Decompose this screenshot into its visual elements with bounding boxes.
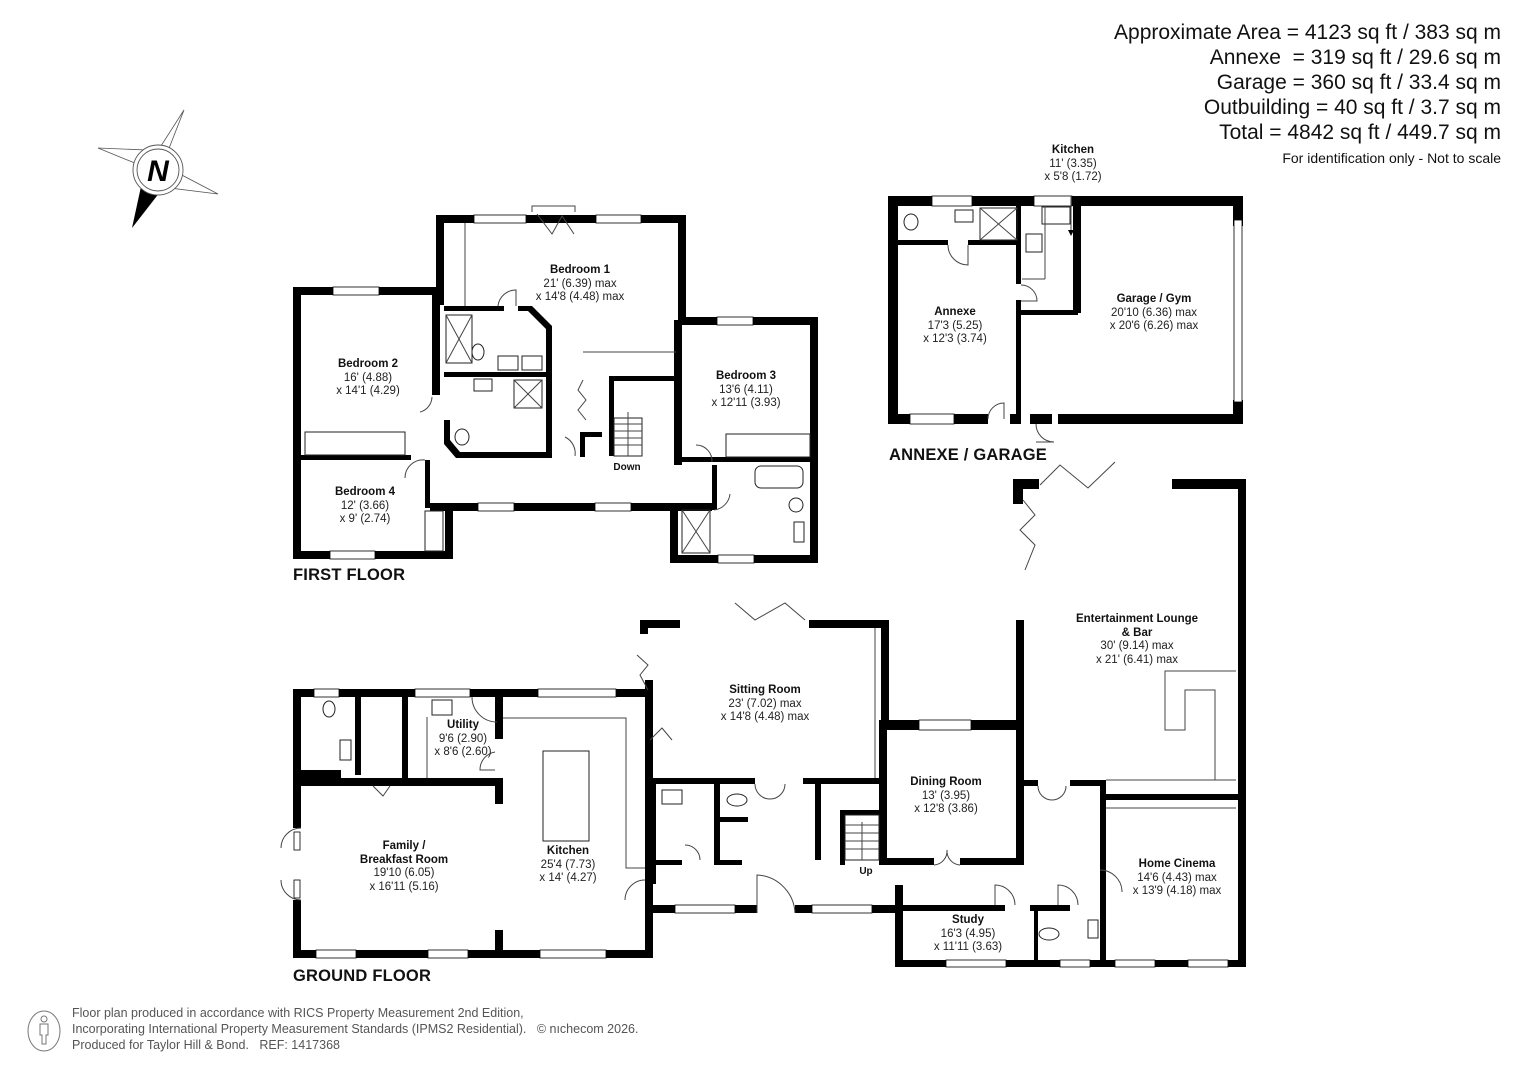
- area-garage: Garage = 360 sq ft / 33.4 sq m: [1216, 71, 1501, 94]
- room-garage-gym: Garage / Gym 20'10 (6.36) max x 20'6 (6.…: [1109, 293, 1199, 332]
- stairs-up-label: Up: [859, 866, 873, 877]
- footer-line-1: Floor plan produced in accordance with R…: [72, 1006, 524, 1020]
- floor-label-annexe: ANNEXE / GARAGE: [889, 446, 1047, 464]
- room-bedroom-4: Bedroom 4 12' (3.66) x 9' (2.74): [334, 486, 396, 525]
- north-compass-icon: N: [97, 109, 219, 228]
- scale-disclaimer: For identification only - Not to scale: [1282, 150, 1501, 166]
- person-measure-icon: [27, 1010, 61, 1052]
- room-bedroom-3: Bedroom 3 13'6 (4.11) x 12'11 (3.93): [711, 370, 781, 409]
- room-dining-room: Dining Room 13' (3.95) x 12'8 (3.86): [910, 776, 982, 815]
- ground-floor-fixtures: [280, 461, 1236, 941]
- area-outbuilding: Outbuilding = 40 sq ft / 3.7 sq m: [1203, 96, 1501, 119]
- room-bedroom-1: Bedroom 1 21' (6.39) max x 14'8 (4.48) m…: [535, 264, 625, 303]
- stairs-down-first-floor: [613, 412, 643, 457]
- room-family-breakfast: Family / Breakfast Room 19'10 (6.05) x 1…: [359, 840, 449, 893]
- area-annexe: Annexe = 319 sq ft / 29.6 sq m: [1209, 46, 1501, 69]
- footer-line-3: Produced for Taylor Hill & Bond. REF: 14…: [72, 1038, 340, 1052]
- room-home-cinema: Home Cinema 14'6 (4.43) max x 13'9 (4.18…: [1132, 858, 1222, 897]
- room-kitchen: Kitchen 25'4 (7.73) x 14' (4.27): [539, 845, 597, 884]
- room-study: Study 16'3 (4.95) x 11'11 (3.63): [933, 914, 1003, 953]
- room-entertainment-lounge: Entertainment Lounge & Bar 30' (9.14) ma…: [1075, 613, 1199, 666]
- stairs-down-label: Down: [613, 462, 641, 473]
- area-approximate: Approximate Area = 4123 sq ft / 383 sq m: [1114, 21, 1501, 44]
- room-annexe-kitchen: Kitchen 11' (3.35) x 5'8 (1.72): [1044, 144, 1102, 183]
- footer-line-2: Incorporating International Property Mea…: [72, 1022, 639, 1036]
- room-sitting-room: Sitting Room 23' (7.02) max x 14'8 (4.48…: [720, 684, 810, 723]
- room-utility: Utility 9'6 (2.90) x 8'6 (2.60): [434, 719, 492, 758]
- ground-floor-windows: [293, 688, 1229, 968]
- first-floor-windows: [329, 214, 755, 564]
- area-total: Total = 4842 sq ft / 449.7 sq m: [1219, 121, 1501, 144]
- stairs-up-ground-floor: [844, 814, 880, 861]
- compass-letter: N: [147, 155, 170, 188]
- room-annexe: Annexe 17'3 (5.25) x 12'3 (3.74): [923, 306, 987, 345]
- room-bedroom-2: Bedroom 2 16' (4.88) x 14'1 (4.29): [336, 358, 400, 397]
- area-summary: Approximate Area = 4123 sq ft / 383 sq m…: [1114, 20, 1501, 168]
- footer-credits: Floor plan produced in accordance with R…: [72, 1005, 638, 1053]
- annexe-windows: [909, 195, 1243, 425]
- floor-label-ground: GROUND FLOOR: [293, 967, 432, 985]
- annexe-fixtures: [903, 196, 1074, 443]
- first-floor-fixtures: [304, 205, 811, 554]
- floor-label-first: FIRST FLOOR: [293, 566, 406, 584]
